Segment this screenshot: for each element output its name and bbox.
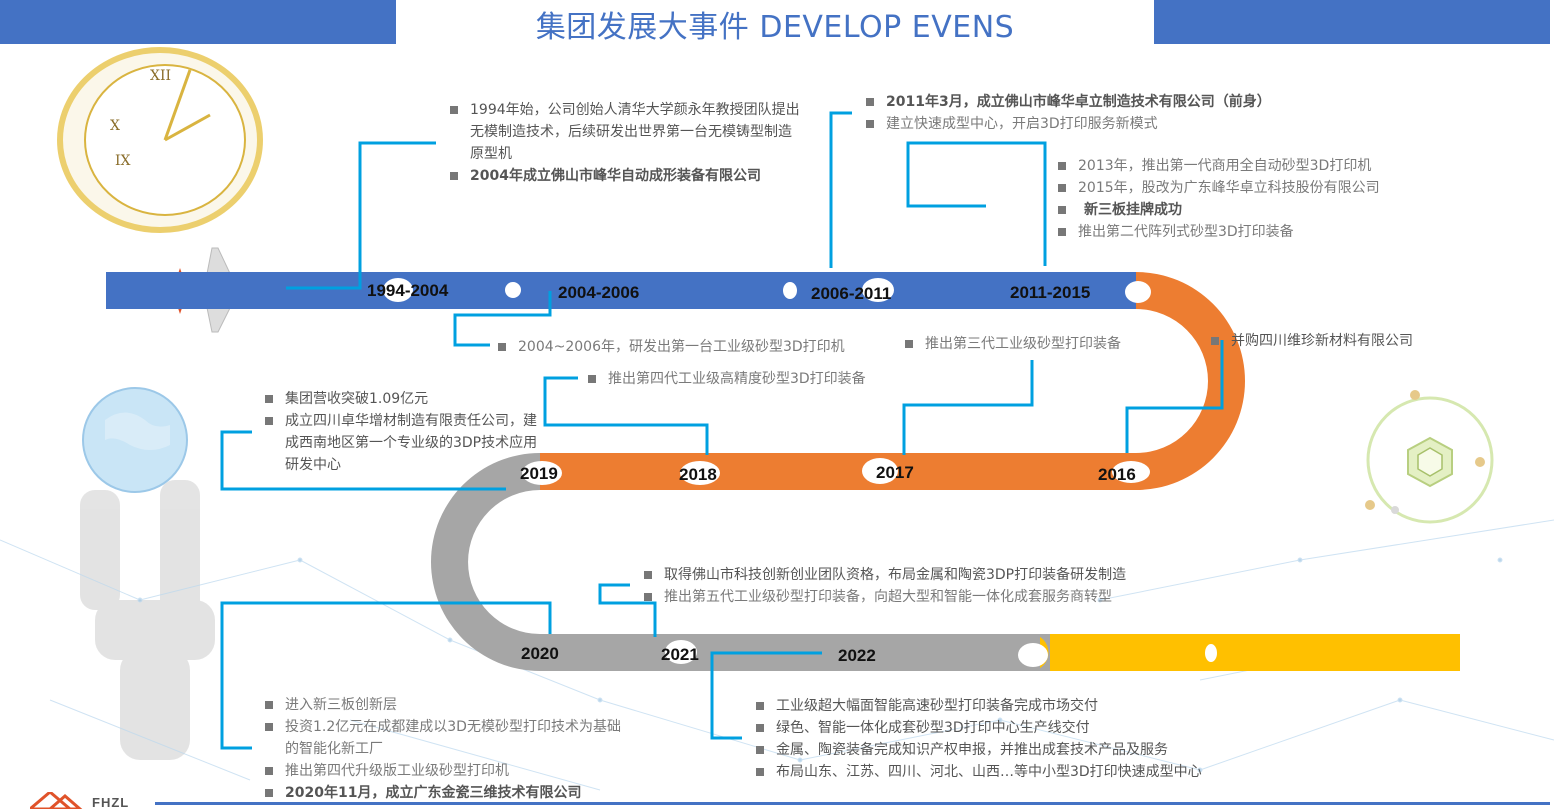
event-item: 并购四川维珍新材料有限公司 [1211,330,1541,352]
robot-arm-icon [80,480,215,760]
molecule-icon [1365,390,1494,524]
event-item: 2004年成立佛山市峰华自动成形装备有限公司 [450,165,800,187]
event-item: 取得佛山市科技创新创业团队资格，布局金属和陶瓷3DP打印装备研发制造 [644,564,1244,586]
globe-icon [82,387,188,493]
events-2011-2015: 2013年，推出第一代商用全自动砂型3D打印机 2015年，股改为广东峰华卓立科… [1058,155,1458,243]
clock-icon: XII X IX [57,47,263,233]
timeline-node [505,282,521,298]
events-2019: 集团营收突破1.09亿元 成立四川卓华增材制造有限责任公司，建成西南地区第一个专… [265,388,540,476]
timeline-curve-gray [431,453,540,671]
footer-line [155,802,1550,805]
timeline-lane-yellow [1040,634,1460,671]
timeline-node [862,278,894,302]
events-2017: 推出第三代工业级砂型打印装备 [905,333,1235,355]
timeline-node [665,640,697,664]
event-item: 工业级超大幅面智能高速砂型打印装备完成市场交付 [756,695,1316,717]
year-label-2021: 2021 [661,645,699,664]
year-label-2018: 2018 [679,465,717,484]
event-item: 1994年始，公司创始人清华大学颜永年教授团队提出无模制造技术，后续研发出世界第… [450,99,800,165]
event-item: 推出第五代工业级砂型打印装备，向超大型和智能一体化成套服务商转型 [644,586,1244,608]
events-2021: 取得佛山市科技创新创业团队资格，布局金属和陶瓷3DP打印装备研发制造 推出第五代… [644,564,1244,608]
event-item: 推出第三代工业级砂型打印装备 [905,333,1235,355]
svg-text:X: X [110,118,120,134]
event-item: 布局山东、江苏、四川、河北、山西…等中小型3D打印快速成型中心 [756,761,1316,783]
timeline-node [522,461,562,485]
event-item: 2015年，股改为广东峰华卓立科技股份有限公司 [1058,177,1458,199]
events-2006-2011: 2011年3月，成立佛山市峰华卓立制造技术有限公司（前身） 建立快速成型中心，开… [866,91,1326,135]
year-label-2017: 2017 [876,463,914,482]
event-item: 成立四川卓华增材制造有限责任公司，建成西南地区第一个专业级的3DP技术应用研发中… [265,410,540,476]
timeline-node [383,278,413,302]
timeline-node [783,282,797,299]
year-label-1994-2004: 1994-2004 [367,281,449,300]
event-item: 金属、陶瓷装备完成知识产权申报，并推出成套技术产品及服务 [756,739,1316,761]
timeline-node [1112,461,1150,483]
year-label-2022: 2022 [838,646,876,665]
event-item: 推出第四代升级版工业级砂型打印机 [265,760,625,782]
event-item: 投资1.2亿元在成都建成以3D无模砂型打印技术为基础的智能化新工厂 [265,716,625,760]
timeline-lane-orange [540,453,1136,490]
events-2018: 推出第四代工业级高精度砂型3D打印装备 [588,368,948,390]
events-1994-2004: 1994年始，公司创始人清华大学颜永年教授团队提出无模制造技术，后续研发出世界第… [450,99,800,187]
event-item: 2013年，推出第一代商用全自动砂型3D打印机 [1058,155,1458,177]
timeline-lane-blue [106,272,1136,309]
events-2016: 并购四川维珍新材料有限公司 [1211,330,1541,352]
company-logo-text: FHZL [92,795,130,809]
header-bar-left [0,0,396,44]
event-item: 绿色、智能一体化成套砂型3D打印中心生产线交付 [756,717,1316,739]
timeline-node [862,458,898,484]
events-2004-2006: 2004~2006年，研发出第一台工业级砂型3D打印机 [498,336,898,358]
year-label-2016: 2016 [1098,465,1136,484]
network-pattern [0,519,1554,791]
year-label-2004-2006: 2004-2006 [558,283,640,302]
event-item: 推出第二代阵列式砂型3D打印装备 [1058,221,1458,243]
timeline-node [1125,281,1151,303]
page-title: 集团发展大事件 DEVELOP EVENS [535,10,1015,45]
year-label-2006-2011: 2006-2011 [811,284,892,303]
event-item: 新三板挂牌成功 [1058,199,1458,221]
event-item: 进入新三板创新层 [265,694,625,716]
timeline-node [1018,643,1048,667]
event-item: 集团营收突破1.09亿元 [265,388,540,410]
year-label-2020: 2020 [521,644,559,663]
timeline-curve-orange [1136,272,1245,490]
event-item: 推出第四代工业级高精度砂型3D打印装备 [588,368,948,390]
timeline-node [1205,644,1217,662]
events-2020: 进入新三板创新层 投资1.2亿元在成都建成以3D无模砂型打印技术为基础的智能化新… [265,694,625,804]
year-label-2019: 2019 [520,464,558,483]
events-2022: 工业级超大幅面智能高速砂型打印装备完成市场交付 绿色、智能一体化成套砂型3D打印… [756,695,1316,783]
event-item: 2004~2006年，研发出第一台工业级砂型3D打印机 [498,336,898,358]
event-item: 2011年3月，成立佛山市峰华卓立制造技术有限公司（前身） [866,91,1326,113]
header-bar-right [1154,0,1550,44]
year-label-2011-2015: 2011-2015 [1010,283,1091,302]
svg-text:IX: IX [115,153,131,169]
timeline-node [680,461,720,485]
event-item: 2020年11月，成立广东金瓷三维技术有限公司 [265,782,625,804]
company-logo-icon [30,792,83,809]
event-item: 建立快速成型中心，开启3D打印服务新模式 [866,113,1326,135]
svg-text:XII: XII [150,68,171,84]
